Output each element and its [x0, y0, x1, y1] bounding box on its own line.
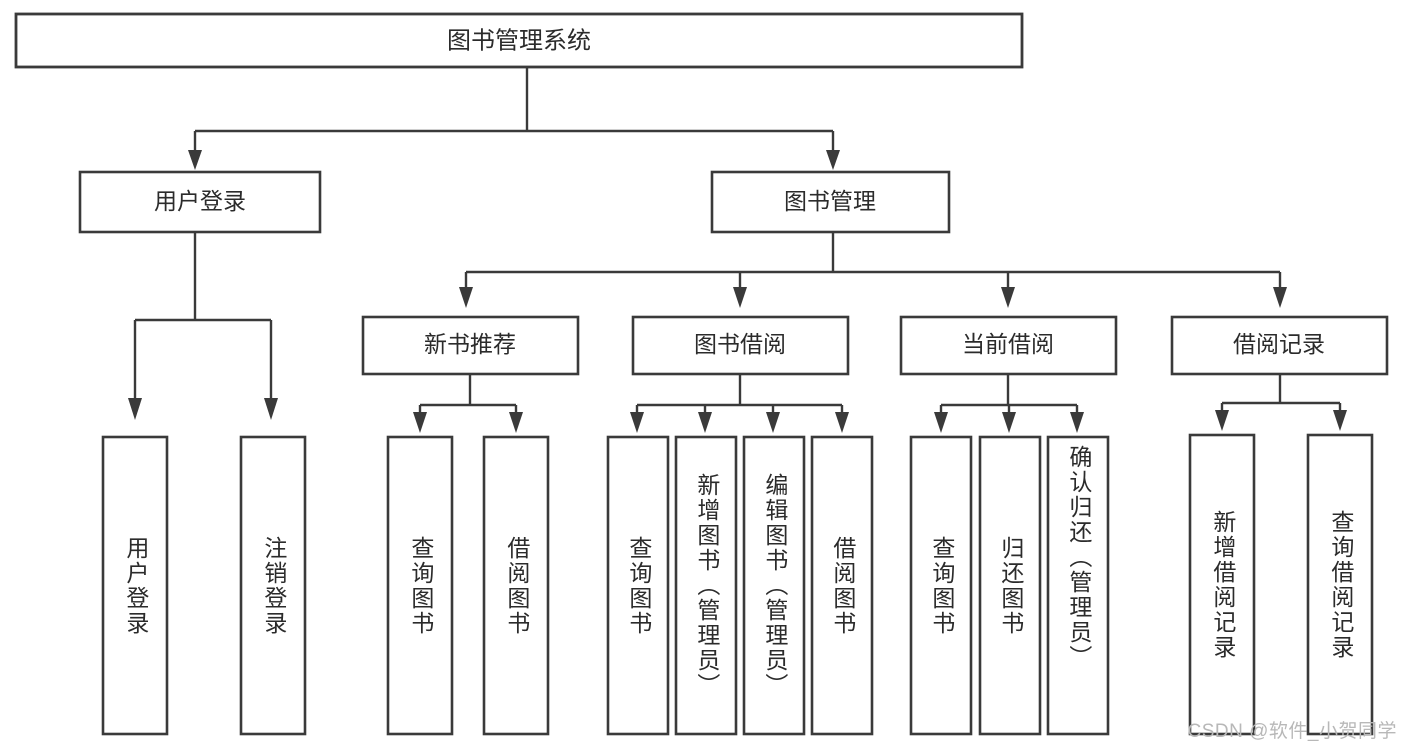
- leaf-box-borrow-record-0[interactable]: [1188, 433, 1256, 736]
- leaf-box-book-borrow-3[interactable]: [810, 435, 874, 736]
- node-book-management-label: 图书管理: [784, 188, 876, 214]
- connector-borrow-record-to-leaves: [1215, 374, 1347, 431]
- connector-new-book-to-leaves: [413, 374, 523, 433]
- node-book-borrow-label: 图书借阅: [694, 331, 786, 357]
- node-book-borrow[interactable]: 图书借阅: [631, 315, 850, 376]
- node-borrow-record-label: 借阅记录: [1233, 331, 1325, 357]
- node-borrow-record[interactable]: 借阅记录: [1170, 315, 1389, 376]
- node-root[interactable]: 图书管理系统: [14, 12, 1024, 69]
- node-current-borrow-label: 当前借阅: [962, 331, 1054, 357]
- leaf-box-current-borrow-0[interactable]: [909, 435, 973, 736]
- connector-book-management-to-level3: [459, 232, 1287, 308]
- connector-book-borrow-to-leaves: [630, 374, 849, 433]
- node-new-book-recommend[interactable]: 新书推荐: [361, 315, 580, 376]
- node-current-borrow[interactable]: 当前借阅: [899, 315, 1118, 376]
- leaf-box-user-login-0[interactable]: [101, 435, 169, 736]
- leaf-box-user-login-1[interactable]: [239, 435, 307, 736]
- leaf-box-new-book-0[interactable]: [386, 435, 454, 736]
- leaf-box-current-borrow-1[interactable]: [978, 435, 1042, 736]
- connector-root-to-level2: [188, 67, 840, 170]
- csdn-watermark: CSDN @软件_小贺同学: [1187, 721, 1397, 742]
- node-user-login-label: 用户登录: [154, 188, 246, 214]
- node-user-login[interactable]: 用户登录: [78, 170, 322, 234]
- leaf-box-book-borrow-1[interactable]: [674, 435, 738, 736]
- leaf-box-book-borrow-2[interactable]: [742, 435, 806, 736]
- connector-current-borrow-to-leaves: [934, 374, 1084, 433]
- node-book-management[interactable]: 图书管理: [710, 170, 951, 234]
- node-root-label: 图书管理系统: [447, 27, 591, 54]
- leaf-box-borrow-record-1[interactable]: [1306, 433, 1374, 736]
- leaf-box-new-book-1[interactable]: [482, 435, 550, 736]
- connector-user-login-to-leaves: [128, 232, 278, 420]
- leaf-box-current-borrow-2[interactable]: [1046, 435, 1110, 736]
- leaf-box-book-borrow-0[interactable]: [606, 435, 670, 736]
- node-new-book-recommend-label: 新书推荐: [424, 331, 516, 357]
